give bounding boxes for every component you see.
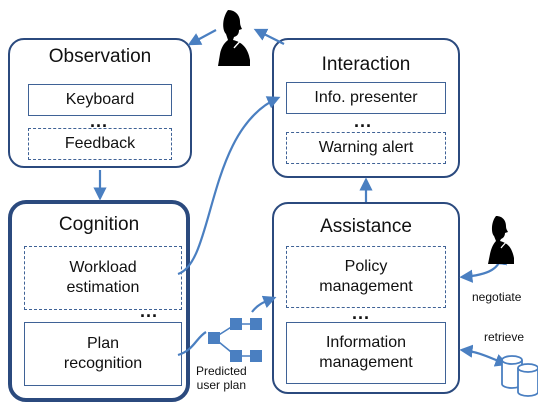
keyboard-box: Keyboard: [28, 84, 172, 116]
info-presenter-label: Info. presenter: [314, 89, 418, 106]
assistance-title: Assistance: [320, 216, 412, 237]
feedback-label: Feedback: [64, 135, 136, 152]
plan-recognition-box: Plan recognition: [24, 322, 182, 386]
negotiator-person-icon: [488, 216, 514, 264]
workload-estimation-box: Workload estimation: [24, 246, 182, 310]
warning-alert-box: Warning alert: [286, 132, 446, 164]
interaction-title: Interaction: [321, 54, 411, 75]
database-icon: [501, 355, 538, 397]
interaction-ellipsis: ...: [354, 111, 373, 131]
plan-to-assistance-arrow: [177, 331, 207, 357]
person-thinking-icon: [218, 10, 250, 66]
workload-to-presenter-arrow: [177, 96, 281, 276]
observation-ellipsis: ...: [90, 111, 109, 131]
assistance-module: Assistance Policy management ... Informa…: [272, 202, 460, 394]
information-management-box: Information management: [286, 322, 446, 384]
interaction-module: Interaction Info. presenter ... Warning …: [272, 38, 460, 178]
interaction-to-user-arrow: [253, 28, 285, 45]
policy-management-box: Policy management: [286, 246, 446, 308]
retrieve-arrow: [459, 344, 509, 367]
user-to-observation-arrow: [187, 29, 217, 46]
keyboard-label: Keyboard: [65, 91, 135, 108]
observation-module: Observation Keyboard ... Feedback: [8, 38, 192, 168]
plan-recognition-label: Plan recognition: [63, 335, 143, 372]
negotiate-label: negotiate: [472, 290, 522, 304]
cognition-ellipsis: ...: [140, 301, 159, 321]
assistance-ellipsis: ...: [352, 303, 371, 323]
cognition-title: Cognition: [58, 214, 140, 235]
info-presenter-box: Info. presenter: [286, 82, 446, 114]
workload-estimation-label: Workload estimation: [66, 259, 140, 296]
plan-graph-icon: [208, 318, 262, 362]
plan-graph-to-assistance-arrow: [251, 295, 277, 313]
retrieve-label: retrieve: [484, 330, 525, 344]
observation-title: Observation: [48, 46, 152, 67]
information-management-label: Information management: [319, 334, 413, 371]
policy-management-label: Policy management: [319, 258, 413, 295]
predicted-plan-label: Predicted user plan: [196, 364, 247, 392]
feedback-box: Feedback: [28, 128, 172, 160]
warning-alert-label: Warning alert: [318, 139, 414, 156]
cognition-module: Cognition Workload estimation ... Plan r…: [8, 200, 190, 402]
